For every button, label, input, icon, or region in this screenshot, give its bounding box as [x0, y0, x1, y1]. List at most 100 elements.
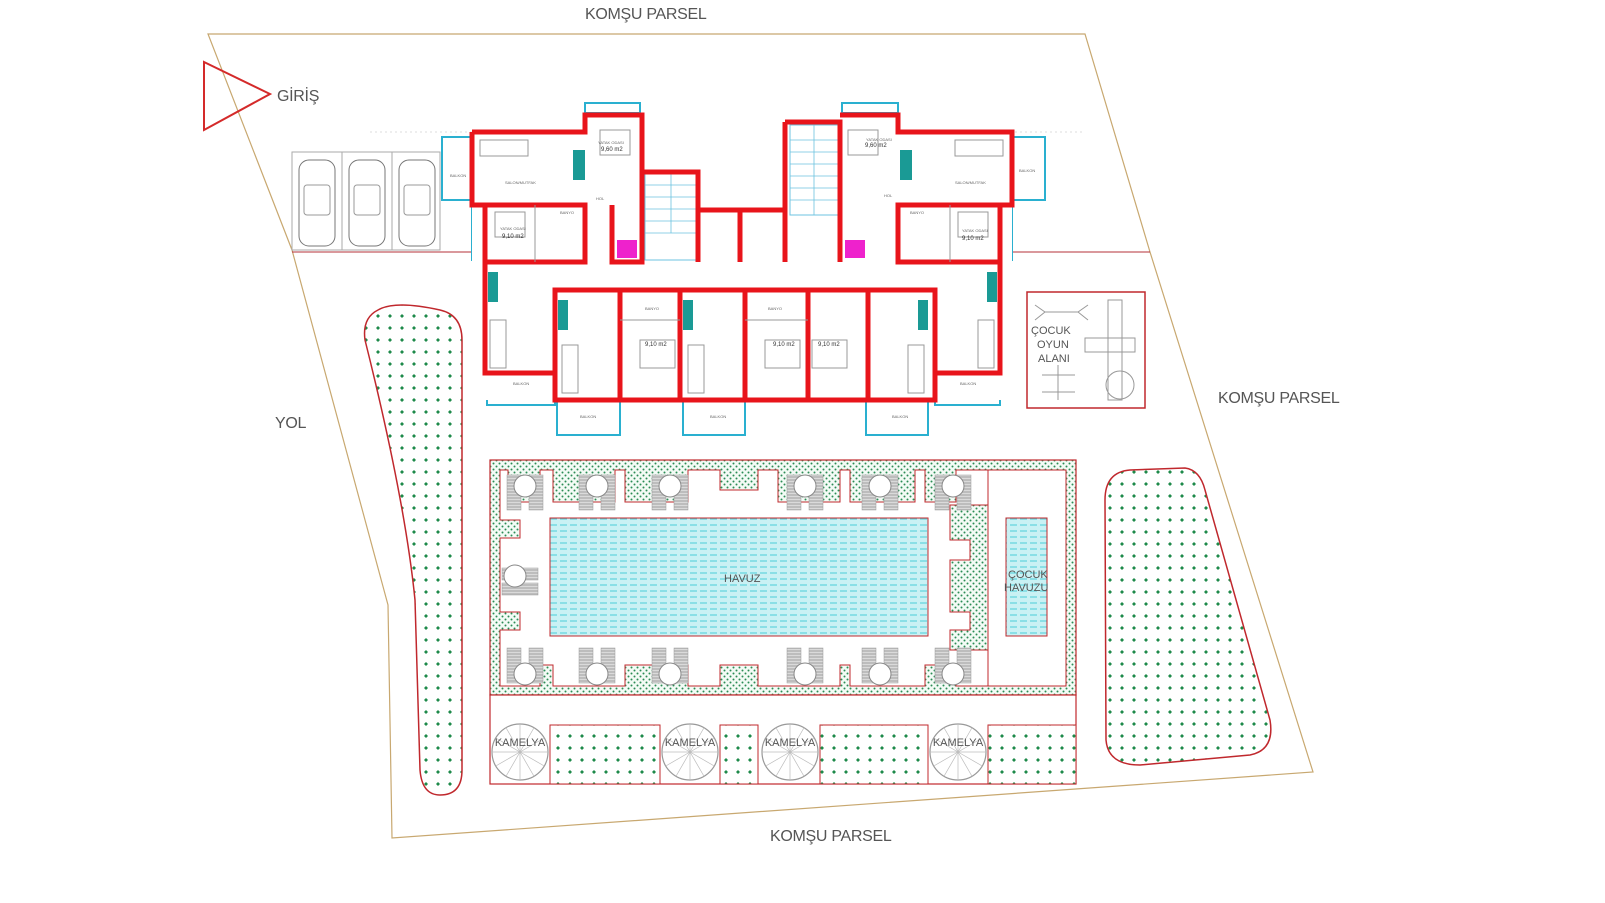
kitchen-counter — [558, 300, 568, 330]
play-area-label: OYUN — [1037, 339, 1069, 351]
staircase-right — [789, 124, 839, 216]
umbrella-icon — [868, 662, 892, 686]
sunbed-umbrella-set — [861, 474, 899, 511]
balcony — [441, 136, 473, 201]
staircase-left — [644, 171, 698, 261]
gazebo-kamelya: KAMELYA — [661, 723, 719, 781]
umbrella-icon — [585, 474, 609, 498]
sunbed-umbrella-set — [651, 474, 689, 511]
balcony — [556, 399, 621, 436]
umbrella-icon — [513, 662, 537, 686]
sunbed-umbrella-set — [506, 647, 544, 686]
seesaw-icon — [1034, 304, 1089, 321]
kitchen-counter — [573, 150, 585, 180]
room-label: YATAK ODASI — [962, 228, 988, 233]
furniture — [479, 129, 1004, 394]
umbrella-icon — [658, 474, 682, 498]
room-label: SALON/MUTFAK — [505, 180, 536, 185]
road-label: YOL — [275, 415, 307, 432]
room-label: HOL — [884, 193, 893, 198]
gazebo-kamelya: KAMELYA — [761, 723, 819, 781]
room-label: BALKON — [580, 414, 596, 419]
car-icon — [348, 159, 386, 247]
play-area-label: ALANI — [1038, 353, 1070, 365]
gazebo-label: KAMELYA — [665, 737, 716, 749]
kitchen-counter — [900, 150, 912, 180]
balcony — [865, 399, 929, 436]
umbrella-icon — [585, 662, 609, 686]
sunbed-umbrella-set — [578, 474, 616, 511]
kids-pool-label: HAVUZU — [1004, 582, 1048, 594]
umbrella-icon — [941, 474, 965, 498]
sunbed-umbrella-set — [934, 647, 972, 686]
sunbed-umbrella-set — [861, 647, 899, 686]
main-pool — [549, 517, 929, 637]
sunbed-umbrella-set — [934, 474, 972, 511]
umbrella-icon — [513, 474, 537, 498]
room-label: YATAK ODASI — [598, 140, 624, 145]
umbrella-icon — [793, 662, 817, 686]
umbrella-icon — [503, 564, 527, 588]
gazebo-kamelya: KAMELYA — [491, 723, 549, 781]
gazebo-row: KAMELYA KAMELYA KAMELYA KAMELYA — [489, 694, 1077, 785]
sunbed-umbrella-set — [786, 474, 824, 511]
gazebo-label: KAMELYA — [495, 737, 546, 749]
swing-icon — [1042, 365, 1075, 400]
balcony — [584, 102, 641, 114]
umbrella-icon — [868, 474, 892, 498]
room-label: BALKON — [960, 381, 976, 386]
gazebo-kamelya: KAMELYA — [929, 723, 987, 781]
kids-pool-label: ÇOCUK — [1008, 569, 1048, 581]
room-label: BALKON — [892, 414, 908, 419]
room-label: BALKON — [1019, 168, 1035, 173]
landscape-strip-left — [363, 304, 463, 796]
room-label: HOL — [596, 196, 605, 201]
kitchen-counter — [987, 272, 997, 302]
room-label: SALON/MUTFAK — [955, 180, 986, 185]
kids-pool — [1005, 517, 1048, 637]
room-area: 9,10 m2 — [502, 234, 524, 240]
room-area: 9,60 m2 — [865, 143, 887, 149]
room-area: 9,10 m2 — [818, 342, 840, 348]
umbrella-icon — [658, 662, 682, 686]
entrance-arrow-icon — [203, 60, 273, 132]
pool-label: HAVUZ — [724, 573, 761, 585]
room-label: BALKON — [450, 173, 466, 178]
balcony — [682, 399, 746, 436]
sunbed-umbrella-set — [786, 647, 824, 686]
room-label: BALKON — [710, 414, 726, 419]
gazebo-label: KAMELYA — [933, 737, 984, 749]
room-label: YATAK ODASI — [500, 226, 526, 231]
pool-area: HAVUZ ÇOCUK HAVUZU — [489, 459, 1077, 696]
neighbor-parcel-top-label: KOMŞU PARSEL — [585, 6, 707, 23]
room-area: 9,10 m2 — [645, 342, 667, 348]
sunbed-umbrella-set — [651, 647, 689, 686]
slide-icon — [1107, 299, 1123, 401]
kitchen-counter — [683, 300, 693, 330]
playground: ÇOCUK OYUN ALANI — [1026, 291, 1146, 409]
room-area: 9,10 m2 — [773, 342, 795, 348]
room-label: BANYO — [910, 210, 924, 215]
kitchen-counter — [488, 272, 498, 302]
neighbor-parcel-right-label: KOMŞU PARSEL — [1218, 390, 1340, 407]
shaft — [845, 240, 865, 258]
gazebo-label: KAMELYA — [765, 737, 816, 749]
room-label: BALKON — [513, 381, 529, 386]
sunbed-umbrella-set — [578, 647, 616, 686]
room-label: BANYO — [645, 306, 659, 311]
entrance-label: GİRİŞ — [277, 86, 319, 105]
car-icon — [298, 159, 336, 247]
room-label: BANYO — [560, 210, 574, 215]
room-area: 9,60 m2 — [601, 147, 623, 153]
balcony — [841, 102, 899, 114]
room-area: 9,10 m2 — [962, 236, 984, 242]
sunbed-umbrella-set — [501, 564, 539, 596]
room-label: BANYO — [768, 306, 782, 311]
kitchen-counter — [918, 300, 928, 330]
neighbor-parcel-bottom-label: KOMŞU PARSEL — [770, 828, 892, 845]
umbrella-icon — [941, 662, 965, 686]
play-area-label: ÇOCUK — [1031, 325, 1071, 337]
umbrella-icon — [793, 474, 817, 498]
